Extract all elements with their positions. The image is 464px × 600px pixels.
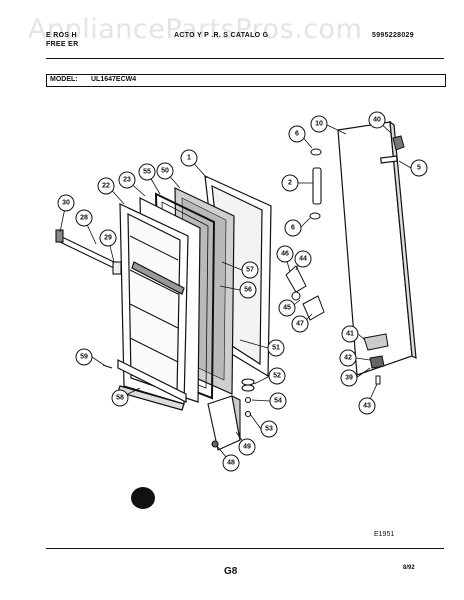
callout-59: 59: [75, 348, 93, 366]
callout-53: 53: [260, 420, 278, 438]
model-label: MODEL:: [50, 76, 78, 83]
figure-code: E1951: [374, 531, 395, 538]
svg-text:43: 43: [363, 403, 371, 410]
callout-5: 5: [410, 159, 428, 177]
svg-text:58: 58: [116, 395, 124, 402]
callout-50: 50: [156, 162, 174, 180]
svg-text:45: 45: [283, 305, 291, 312]
svg-text:29: 29: [104, 235, 112, 242]
model-bar: MODEL: UL1647ECW4: [46, 74, 446, 87]
svg-text:6: 6: [291, 225, 295, 232]
svg-text:44: 44: [299, 256, 307, 263]
callout-10: 10: [310, 115, 328, 133]
svg-text:42: 42: [344, 355, 352, 362]
callout-6-mid: 6: [284, 219, 302, 237]
callout-55: 55: [138, 163, 156, 181]
svg-text:22: 22: [102, 183, 110, 190]
watermark: AppliancePartsPros.com: [28, 14, 363, 45]
svg-text:23: 23: [123, 177, 131, 184]
svg-text:56: 56: [244, 287, 252, 294]
svg-text:6: 6: [295, 131, 299, 138]
svg-text:28: 28: [80, 215, 88, 222]
callout-44: 44: [294, 250, 312, 268]
catalog-title: ACTO Y P .R. S CATALO G: [174, 32, 269, 39]
callout-42: 42: [339, 349, 357, 367]
small-parts: [285, 135, 405, 385]
bottom-trim: [117, 359, 187, 403]
callout-45: 45: [278, 299, 296, 317]
brand-line-2: FREE ER: [46, 41, 79, 48]
revision-date: 8/92: [403, 565, 415, 571]
callout-6-top: 6: [288, 125, 306, 143]
svg-text:47: 47: [296, 321, 304, 328]
callout-58: 58: [111, 389, 129, 407]
callout-1: 1: [180, 149, 198, 167]
callout-56: 56: [239, 281, 257, 299]
footer-rule: [46, 548, 444, 549]
svg-text:1: 1: [187, 155, 191, 162]
callout-49: 49: [238, 438, 256, 456]
svg-text:30: 30: [62, 200, 70, 207]
svg-text:2: 2: [288, 180, 292, 187]
svg-text:50: 50: [161, 168, 169, 175]
callout-2: 2: [281, 174, 299, 192]
svg-text:5: 5: [417, 165, 421, 172]
svg-text:41: 41: [346, 331, 354, 338]
catalog-number: 5995228029: [372, 32, 414, 39]
model-number: UL1647ECW4: [91, 76, 137, 83]
callout-48: 48: [222, 454, 240, 472]
svg-text:49: 49: [243, 444, 251, 451]
brand-line-1: E ROS H: [46, 32, 77, 39]
shelf-bar: [55, 229, 122, 275]
callout-29: 29: [99, 229, 117, 247]
callout-47: 47: [291, 315, 309, 333]
callout-40: 40: [368, 111, 386, 129]
svg-text:57: 57: [246, 267, 254, 274]
lower-hinge: [102, 364, 255, 451]
svg-text:51: 51: [272, 345, 280, 352]
callout-22: 22: [97, 177, 115, 195]
callout-28: 28: [75, 209, 93, 227]
handle: [312, 167, 322, 205]
callout-23: 23: [118, 171, 136, 189]
callout-54: 54: [269, 392, 287, 410]
svg-text:46: 46: [281, 251, 289, 258]
svg-text:48: 48: [227, 460, 235, 467]
callout-52: 52: [268, 367, 286, 385]
svg-text:54: 54: [274, 398, 282, 405]
svg-text:53: 53: [265, 426, 273, 433]
callout-46: 46: [276, 245, 294, 263]
svg-text:52: 52: [273, 373, 281, 380]
svg-text:59: 59: [80, 354, 88, 361]
ink-blot: [131, 487, 155, 509]
door-shelf-panel: [117, 203, 189, 411]
callout-57: 57: [241, 261, 259, 279]
callout-39: 39: [340, 369, 358, 387]
header-rule: [46, 58, 444, 59]
svg-text:10: 10: [315, 121, 323, 128]
svg-text:55: 55: [143, 169, 151, 176]
callout-30: 30: [57, 194, 75, 212]
callout-41: 41: [341, 325, 359, 343]
svg-text:40: 40: [373, 117, 381, 124]
page-number: G8: [224, 566, 238, 577]
callout-43: 43: [358, 397, 376, 415]
callout-51: 51: [267, 339, 285, 357]
svg-text:39: 39: [345, 375, 353, 382]
outer-door-panel: [337, 120, 417, 376]
